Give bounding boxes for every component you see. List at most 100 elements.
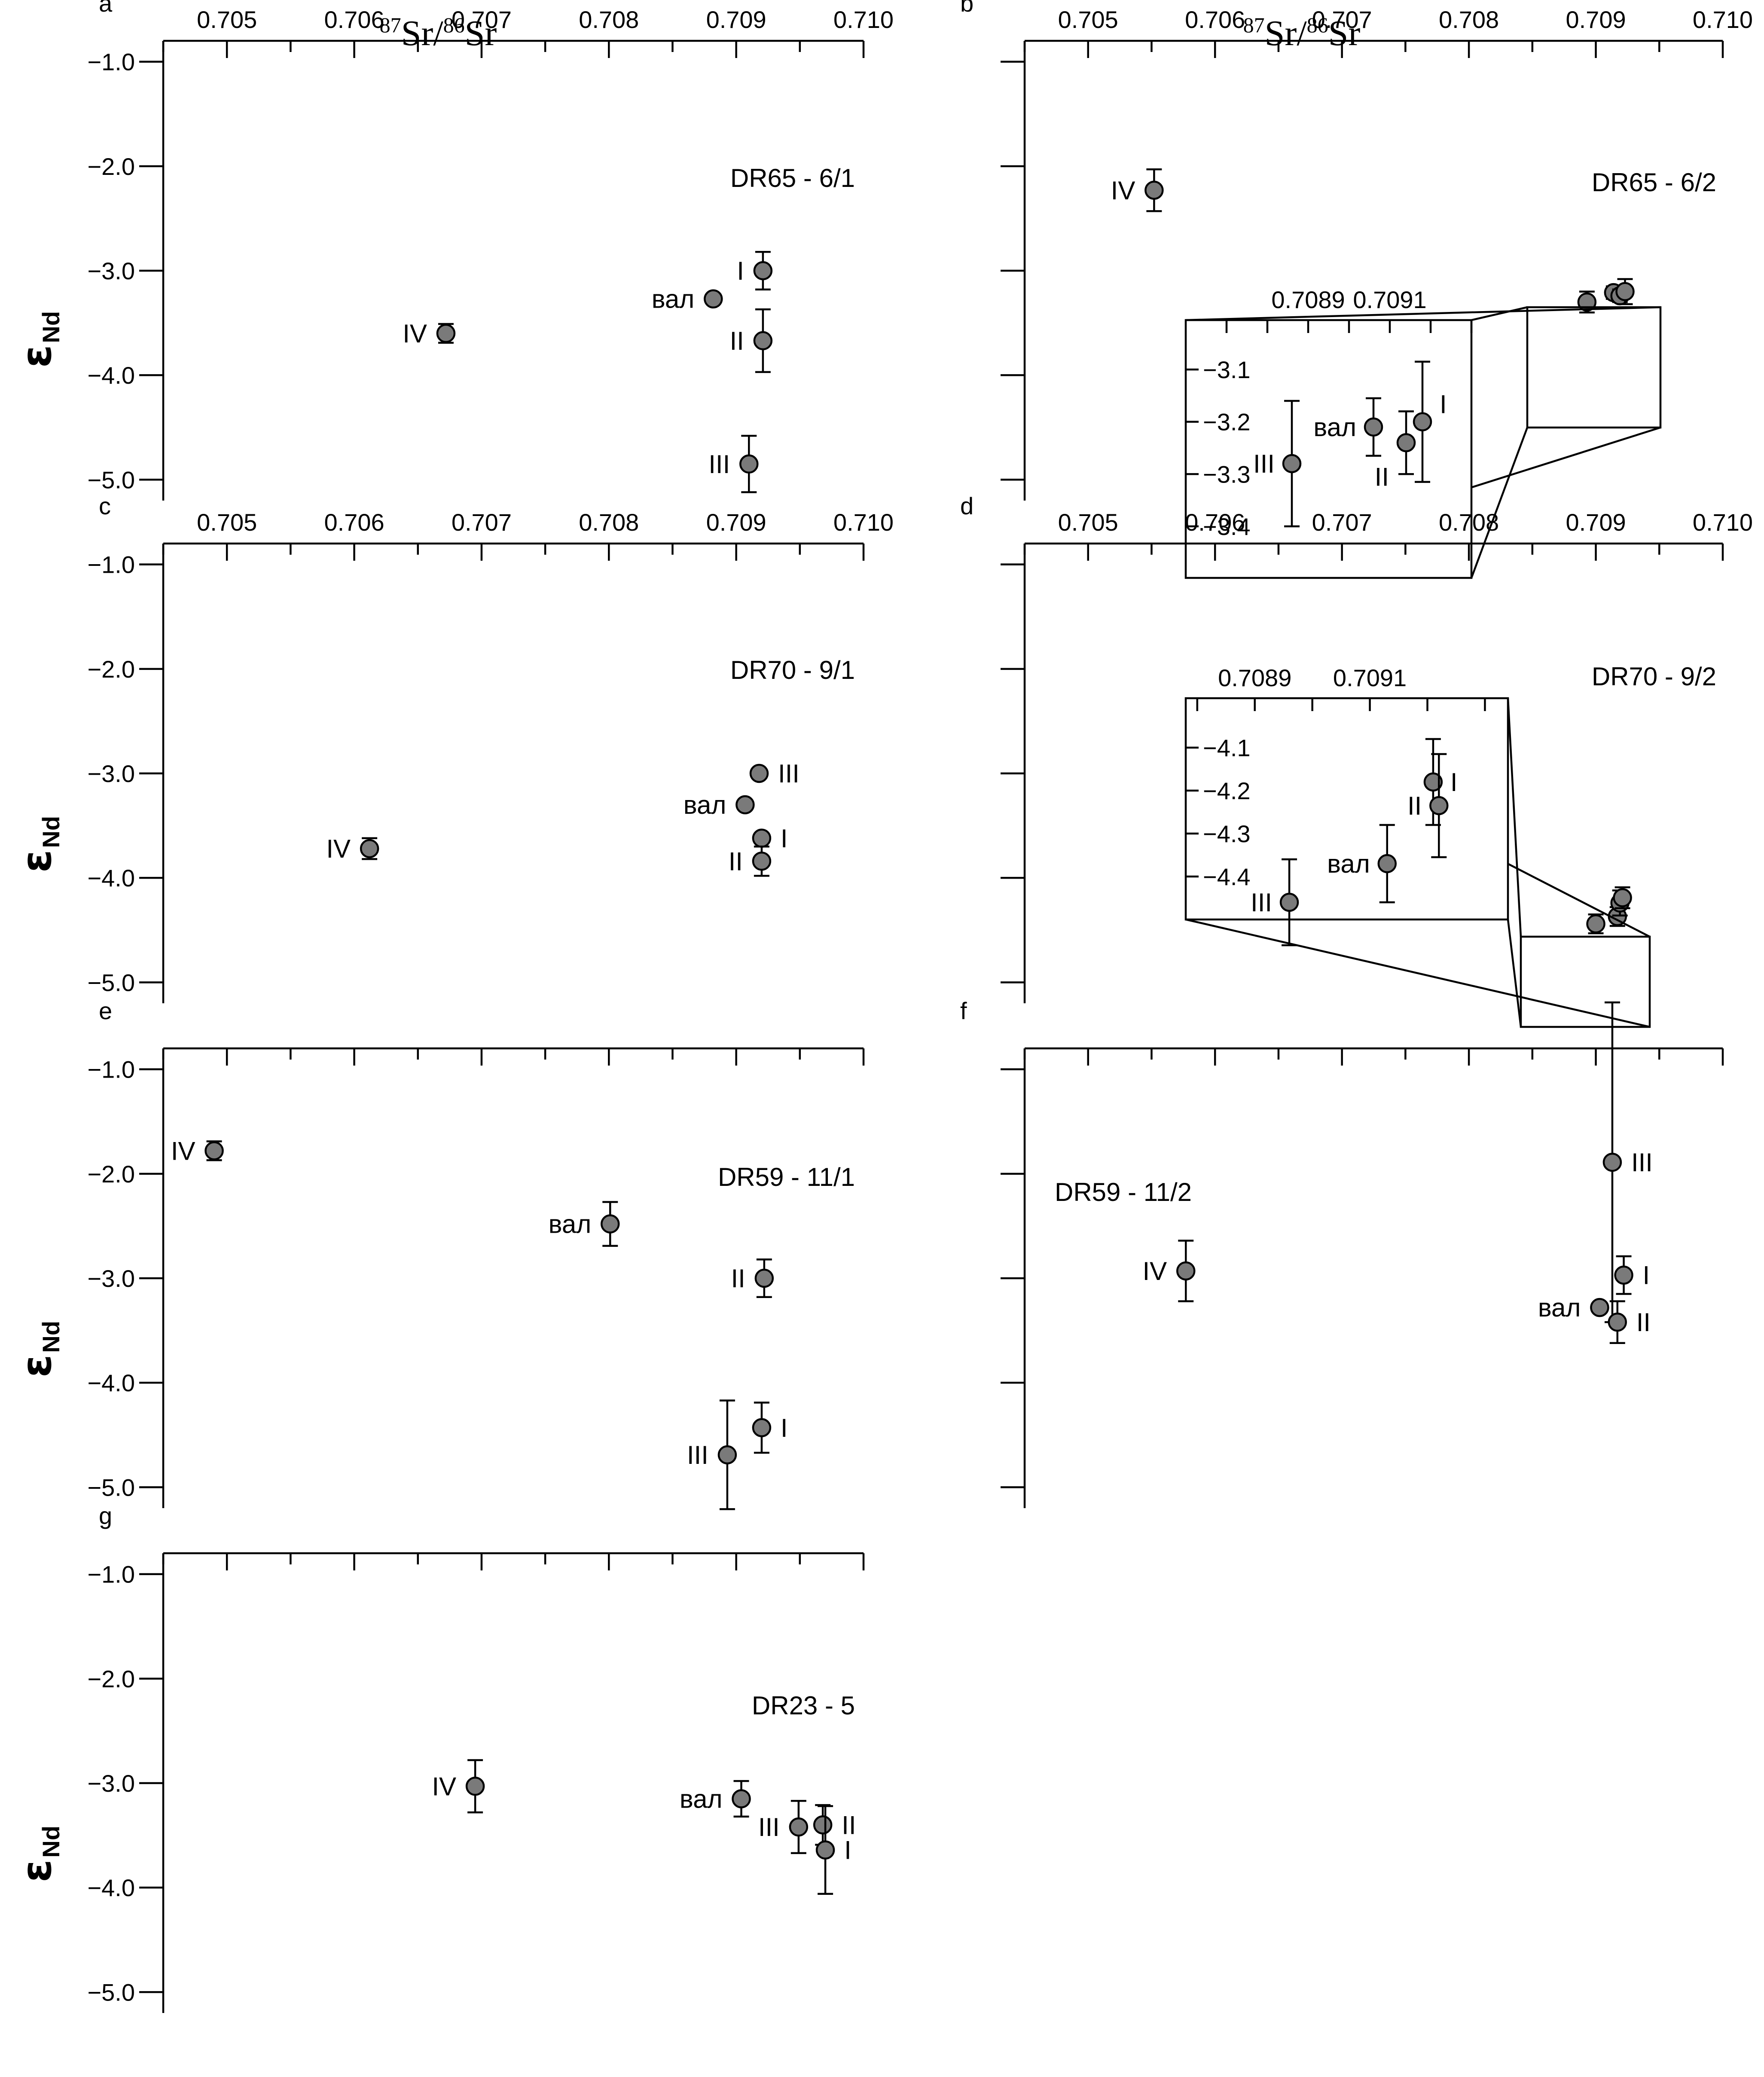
point-label-g-4: I: [844, 1836, 851, 1865]
data-point-f-4: [1608, 1312, 1627, 1332]
inset-data-point-b-1: [1364, 417, 1383, 437]
inset-connector-top-d: [1507, 698, 1522, 937]
inset-y-tick-label-b: −3.3: [1203, 461, 1251, 488]
x-tick-label-a: 0.708: [579, 6, 639, 33]
x-tick-label-c: 0.707: [452, 509, 512, 536]
x-tick-label-b: 0.705: [1058, 6, 1118, 33]
y-axis-title-row2: εNd: [12, 816, 64, 873]
data-point-e-1: [600, 1214, 620, 1234]
data-point-d-1: [1586, 914, 1605, 934]
panel-letter-f: f: [960, 997, 967, 1024]
panel-letter-b: b: [960, 0, 974, 17]
y-tick-label-e: −2.0: [87, 1161, 135, 1188]
inset-frame-d: [1184, 697, 1509, 921]
zoom-region-d: [1520, 935, 1651, 1028]
sample-label-b: DR65 - 6/2: [1592, 168, 1716, 197]
x-tick-label-b: 0.708: [1439, 6, 1499, 33]
inset-data-point-d-3: [1429, 796, 1449, 816]
inset-y-tick-label-b: −3.4: [1203, 513, 1251, 540]
data-point-c-4: [752, 852, 772, 871]
inset-point-label-b-1: вал: [1313, 413, 1356, 442]
y-axis-title-row4: εNd: [12, 1826, 64, 1882]
y-tick-label-a: −4.0: [87, 362, 135, 389]
inset-point-label-d-2: I: [1450, 768, 1458, 797]
point-label-e-3: I: [781, 1414, 788, 1442]
y-tick-label-g: −5.0: [87, 1979, 135, 2006]
point-label-c-2: III: [778, 759, 800, 788]
point-label-a-1: вал: [652, 285, 695, 314]
sample-label-f: DR59 - 11/2: [1055, 1178, 1192, 1206]
y-axis-title-row3: εNd: [12, 1321, 64, 1378]
y-tick-label-g: −4.0: [87, 1874, 135, 1901]
x-tick-label-d: 0.709: [1566, 509, 1626, 536]
x-axis-title-right-sup2: 86: [1307, 13, 1328, 37]
point-label-f-2: I: [1643, 1261, 1650, 1290]
y-tick-label-e: −5.0: [87, 1474, 135, 1501]
inset-point-label-b-0: III: [1253, 449, 1275, 478]
y-tick-label-c: −2.0: [87, 656, 135, 683]
data-point-e-4: [717, 1445, 737, 1465]
inset-data-point-b-0: [1282, 454, 1302, 473]
inset-data-point-b-3: [1413, 412, 1432, 431]
x-tick-label-a: 0.709: [706, 6, 766, 33]
x-tick-label-d: 0.705: [1058, 509, 1118, 536]
point-label-e-0: IV: [171, 1136, 195, 1165]
x-tick-label-d: 0.710: [1693, 509, 1753, 536]
inset-y-tick-label-d: −4.1: [1203, 734, 1251, 761]
point-label-a-0: IV: [403, 319, 427, 348]
y-tick-label-g: −2.0: [87, 1665, 135, 1692]
y-tick-label-c: −4.0: [87, 864, 135, 892]
x-axis-title-right-end: Sr: [1328, 13, 1361, 53]
y-tick-label-g: −3.0: [87, 1770, 135, 1797]
point-label-e-2: II: [731, 1264, 745, 1293]
inset-point-label-d-1: вал: [1327, 849, 1370, 878]
x-axis-title-right: 87Sr/86Sr: [1243, 13, 1361, 53]
x-tick-label-b: 0.707: [1312, 6, 1372, 33]
point-label-g-3: II: [842, 1811, 856, 1839]
x-tick-label-c: 0.706: [324, 509, 384, 536]
inset-x-tick-label-d: 0.7091: [1333, 664, 1407, 691]
sample-label-d: DR70 - 9/2: [1592, 662, 1716, 691]
inset-y-tick-label-d: −4.2: [1203, 777, 1251, 804]
y-tick-label-c: −1.0: [87, 551, 135, 578]
zoom-region-b: [1526, 306, 1662, 429]
x-axis-title-right-sup1: 87: [1243, 13, 1265, 37]
y-axis-title-row1-main: ε: [12, 345, 61, 368]
point-label-a-3: II: [730, 327, 744, 355]
y-tick-label-a: −3.0: [87, 257, 135, 284]
panel-letter-g: g: [99, 1502, 112, 1529]
inset-point-label-b-3: I: [1440, 390, 1447, 419]
panel-letter-d: d: [960, 492, 974, 519]
inset-y-tick-label-b: −3.2: [1203, 409, 1251, 436]
point-label-g-0: IV: [432, 1772, 456, 1801]
data-point-g-1: [732, 1789, 751, 1808]
y-tick-label-a: −2.0: [87, 153, 135, 180]
inset-y-tick-label-b: −3.1: [1203, 356, 1251, 383]
point-label-f-1: III: [1631, 1148, 1653, 1177]
data-point-f-1: [1602, 1152, 1622, 1172]
inset-connector-top-b: [1471, 306, 1528, 321]
inset-x-tick-label-b: 0.7091: [1353, 286, 1426, 313]
x-tick-label-b: 0.709: [1566, 6, 1626, 33]
data-point-e-0: [204, 1141, 224, 1161]
data-point-b-4: [1615, 282, 1635, 301]
point-label-c-4: II: [729, 847, 743, 876]
point-label-a-2: I: [737, 257, 744, 285]
x-axis-title-left-mid: Sr/: [401, 13, 444, 53]
y-axis-title-row4-sub: Nd: [37, 1826, 64, 1858]
data-point-f-0: [1176, 1261, 1196, 1281]
inset-data-point-d-2: [1423, 772, 1443, 792]
point-label-f-4: II: [1636, 1308, 1651, 1337]
data-point-e-2: [754, 1268, 774, 1288]
point-label-b-0: IV: [1111, 176, 1135, 205]
inset-frame-b: [1184, 319, 1473, 579]
x-axis-title-left-sup2: 86: [443, 13, 465, 37]
point-label-e-1: вал: [549, 1210, 592, 1239]
